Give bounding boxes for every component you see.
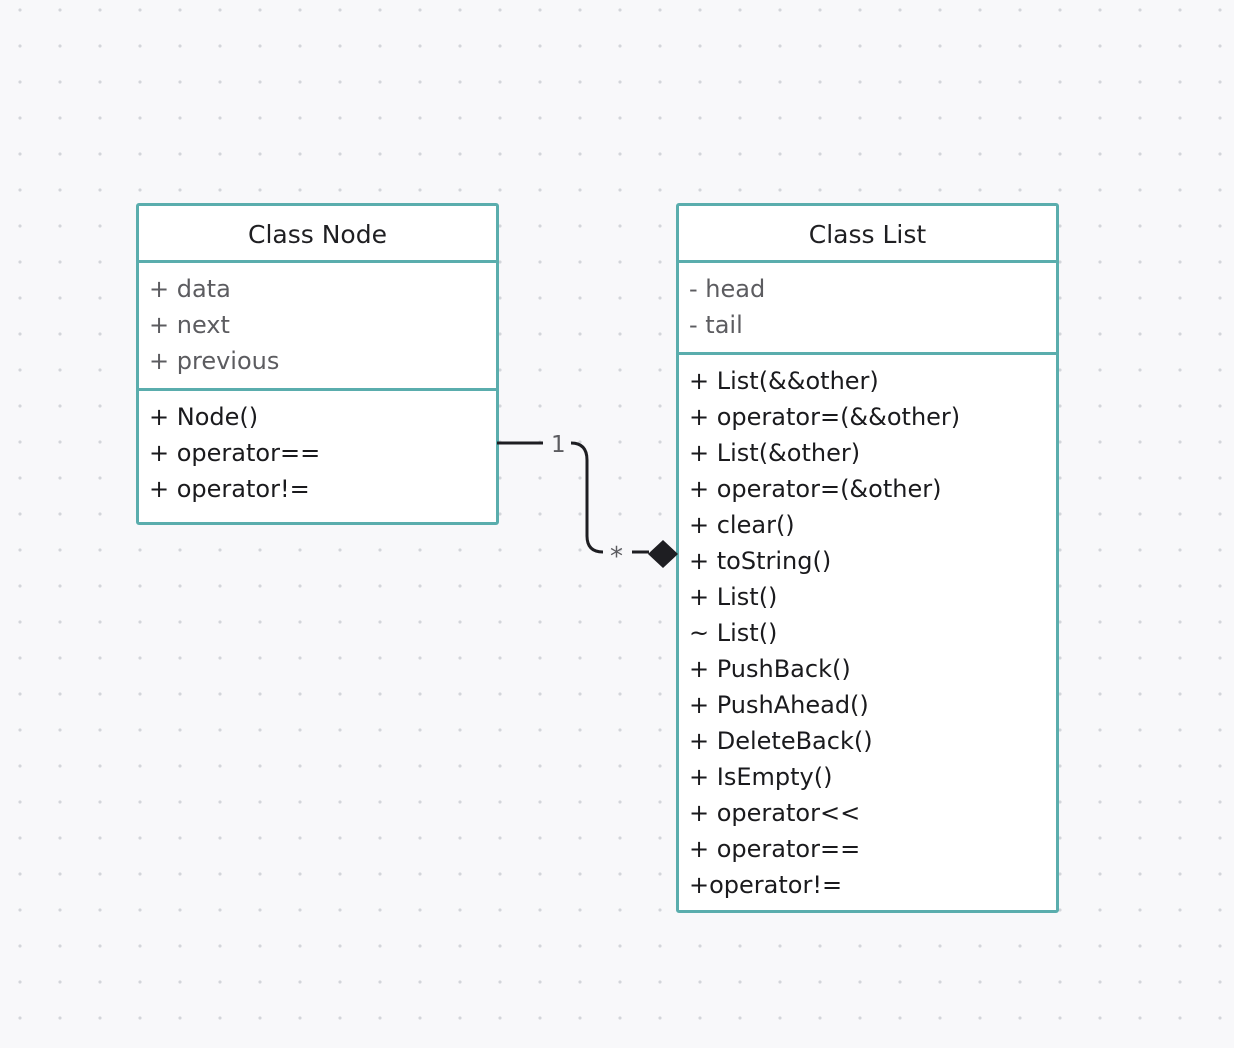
class-list-operation: + IsEmpty() [689, 763, 833, 791]
class-node-operation: + Node() [149, 403, 259, 431]
class-list-operation: + PushBack() [689, 655, 851, 683]
class-list-operation: + operator=(&&other) [689, 403, 961, 431]
class-list-operation: + operator<< [689, 799, 861, 827]
target-multiplicity-label: * [610, 542, 623, 572]
class-node-title: Class Node [139, 206, 496, 263]
source-multiplicity-label: 1 [551, 432, 566, 458]
class-list-operation: + PushAhead() [689, 691, 869, 719]
class-list-operation: + operator== [689, 835, 861, 863]
class-list-attribute: - head [689, 275, 766, 303]
class-list-operation: + operator=(&other) [689, 475, 942, 503]
class-list-operation: + toString() [689, 547, 832, 575]
class-list-operation: + List() [689, 583, 778, 611]
class-list-operation: ~ List() [689, 619, 778, 647]
class-list-operation: +operator!= [689, 871, 843, 899]
class-list-operation: + clear() [689, 511, 795, 539]
class-node-operation: + operator== [149, 439, 321, 467]
class-list-title: Class List [679, 206, 1056, 263]
class-node-attribute: + data [149, 275, 231, 303]
class-list-operation: + List(&&other) [689, 367, 879, 395]
connector-line[interactable] [497, 441, 649, 554]
class-list-box[interactable]: Class List - head - tail + List(&&other)… [676, 203, 1059, 913]
class-list-operations: + List(&&other) + operator=(&&other) + L… [679, 355, 1056, 903]
class-node-operations: + Node() + operator== + operator!= [139, 391, 496, 507]
class-node-box[interactable]: Class Node + data + next + previous + No… [136, 203, 499, 525]
class-list-operation: + DeleteBack() [689, 727, 873, 755]
class-list-operation: + List(&other) [689, 439, 861, 467]
class-node-attribute: + previous [149, 347, 280, 375]
class-node-operation: + operator!= [149, 475, 310, 503]
composition-diamond-icon [648, 540, 678, 568]
class-node-attribute: + next [149, 311, 230, 339]
class-node-attributes: + data + next + previous [139, 263, 496, 391]
class-list-attributes: - head - tail [679, 263, 1056, 355]
class-list-attribute: - tail [689, 311, 743, 339]
